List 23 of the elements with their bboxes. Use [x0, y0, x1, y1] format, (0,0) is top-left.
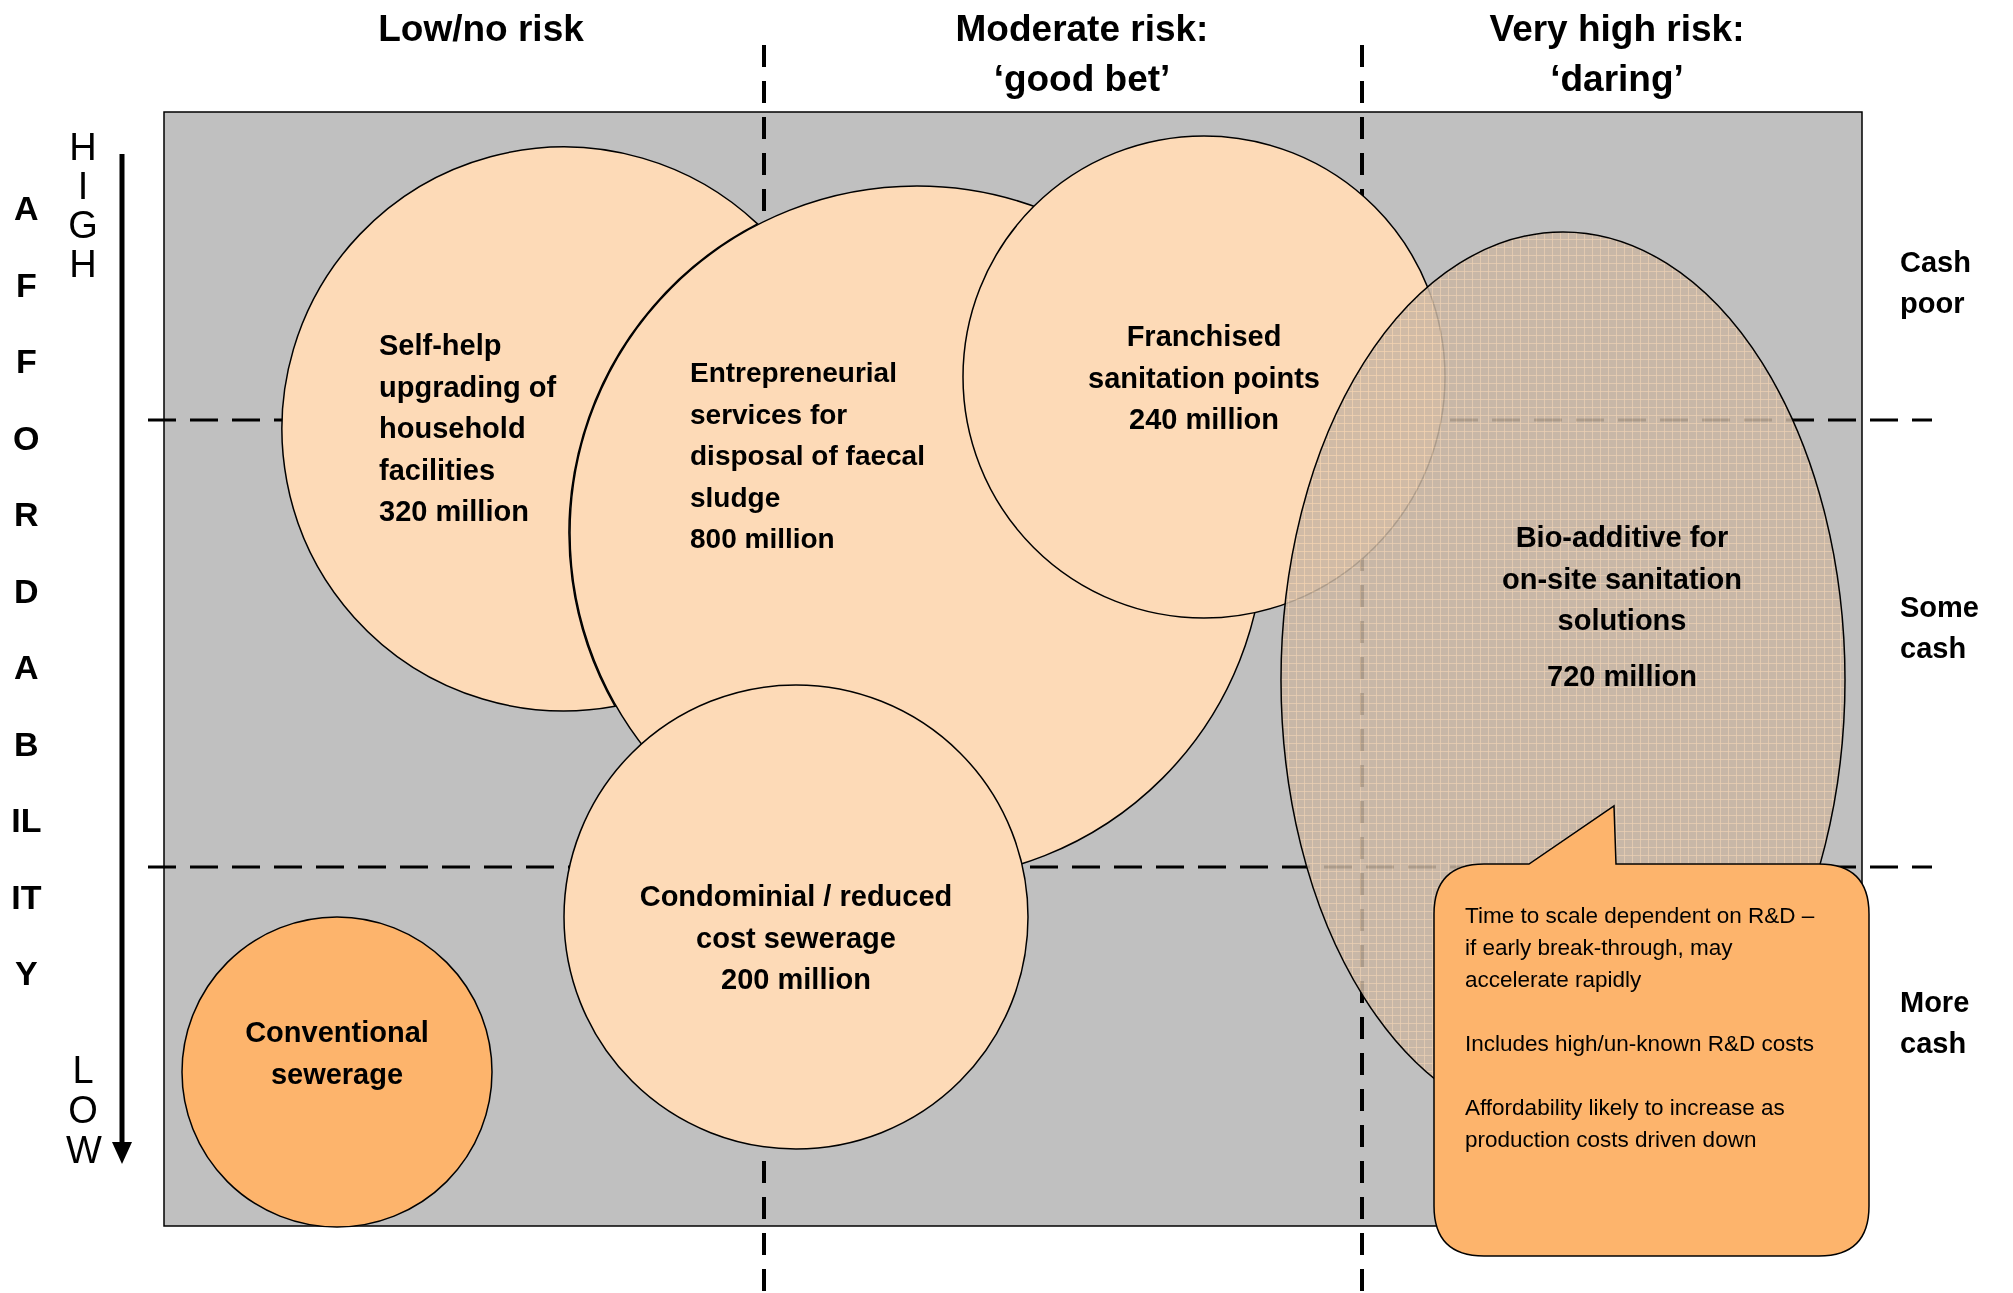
axis-title: AFFORDABILITY	[11, 188, 42, 994]
segment-label: Franchised sanitation points	[1087, 319, 1321, 396]
segment-label: 240 million	[1128, 402, 1280, 437]
segment-label: 720 million	[1546, 658, 1698, 694]
axis-end-label: HIGH	[67, 128, 99, 284]
segment-label: Entrepreneurial services for disposal of faecal sludge	[690, 356, 926, 515]
axis-end-label: LOW	[66, 1050, 101, 1170]
row-label: More cash	[1900, 985, 1971, 1061]
segment-label: Conventional sewerage	[244, 1015, 430, 1092]
segment-label: Bio-additive for on-site sanitation solutions	[1500, 520, 1744, 638]
segment-label: 800 million	[690, 522, 836, 556]
callout-note: Includes high/un-known R&D costs	[1465, 1030, 1815, 1058]
column-header: Very high risk: ‘daring’	[1488, 7, 1746, 101]
row-label: Cash poor	[1900, 245, 1972, 321]
callout-note: Affordability likely to increase as production costs driven down	[1465, 1094, 1786, 1154]
segment-label: Condominial / reduced cost sewerage	[638, 879, 954, 956]
segment-label: 320 million	[379, 494, 530, 529]
column-header: Low/no risk	[377, 7, 585, 51]
column-header: Moderate risk: ‘good bet’	[954, 7, 1210, 101]
segment-label: Self-help upgrading of household facilities	[379, 328, 558, 488]
callout-note: Time to scale dependent on R&D – if early break-through, may accelerate rapidly	[1465, 902, 1816, 994]
segment-label: 200 million	[720, 962, 872, 997]
row-label: Some cash	[1900, 590, 1980, 666]
